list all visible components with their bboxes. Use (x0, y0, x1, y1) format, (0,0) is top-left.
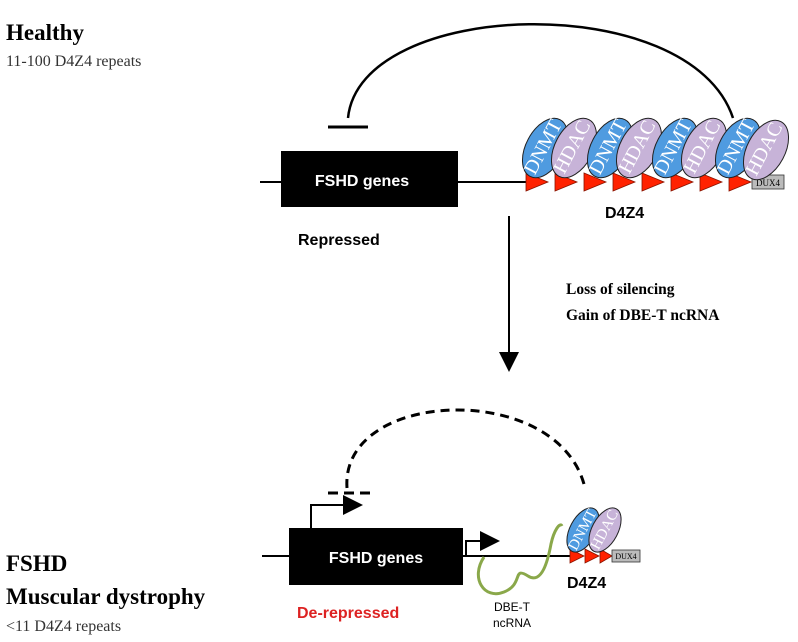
hdac-protein (742, 119, 790, 181)
d4z4-repeat-triangle (584, 548, 600, 564)
d4z4-repeat-triangle (583, 172, 608, 192)
d4z4-repeat-triangle (728, 172, 753, 192)
derepressed-label: De-repressed (297, 605, 399, 622)
d4z4-repeat-triangle (612, 172, 637, 192)
top-d4z4-label: D4Z4 (605, 205, 644, 222)
bottom-d4z4-label: D4Z4 (567, 575, 606, 592)
healthy-repeat-count: 11-100 D4Z4 repeats (6, 53, 141, 70)
ncrna-tss-arrow (465, 531, 500, 556)
fshd-title: FSHD (6, 551, 67, 576)
repression-arc (346, 23, 735, 119)
healthy-title: Healthy (6, 20, 84, 45)
transition-line-1: Loss of silencing (566, 281, 675, 298)
fshd-repeat-count: <11 D4Z4 repeats (6, 618, 121, 635)
top-dux4-label: DUX4 (756, 178, 780, 188)
bottom-dux4-box (611, 549, 641, 563)
d4z4-repeat-triangle (599, 548, 613, 564)
d4z4-repeat-triangle (569, 548, 585, 564)
bottom-fshd-genes-box (289, 528, 463, 585)
hdac-protein (588, 507, 622, 553)
d4z4-repeat-triangle (699, 172, 724, 192)
fshd-subtitle: Muscular dystrophy (6, 584, 206, 609)
bottom-fshd-genes-label: FSHD genes (329, 550, 423, 567)
weakened-repression-arc (345, 408, 587, 489)
bottom-dux4-label: DUX4 (615, 552, 636, 561)
transition-line-2: Gain of DBE-T ncRNA (566, 307, 720, 324)
dbe-t-ncrna-transcript (477, 523, 564, 596)
repressed-label: Repressed (298, 232, 380, 249)
fshd-gene-tss-arrow (310, 495, 363, 528)
ncrna-label-1: DBE-T (494, 600, 531, 614)
d4z4-repeat-triangle (641, 172, 666, 192)
top-fshd-genes-label: FSHD genes (315, 173, 409, 190)
d4z4-repeat-triangle (670, 172, 695, 192)
top-fshd-genes-box (281, 151, 458, 207)
ncrna-label-2: ncRNA (493, 616, 531, 630)
